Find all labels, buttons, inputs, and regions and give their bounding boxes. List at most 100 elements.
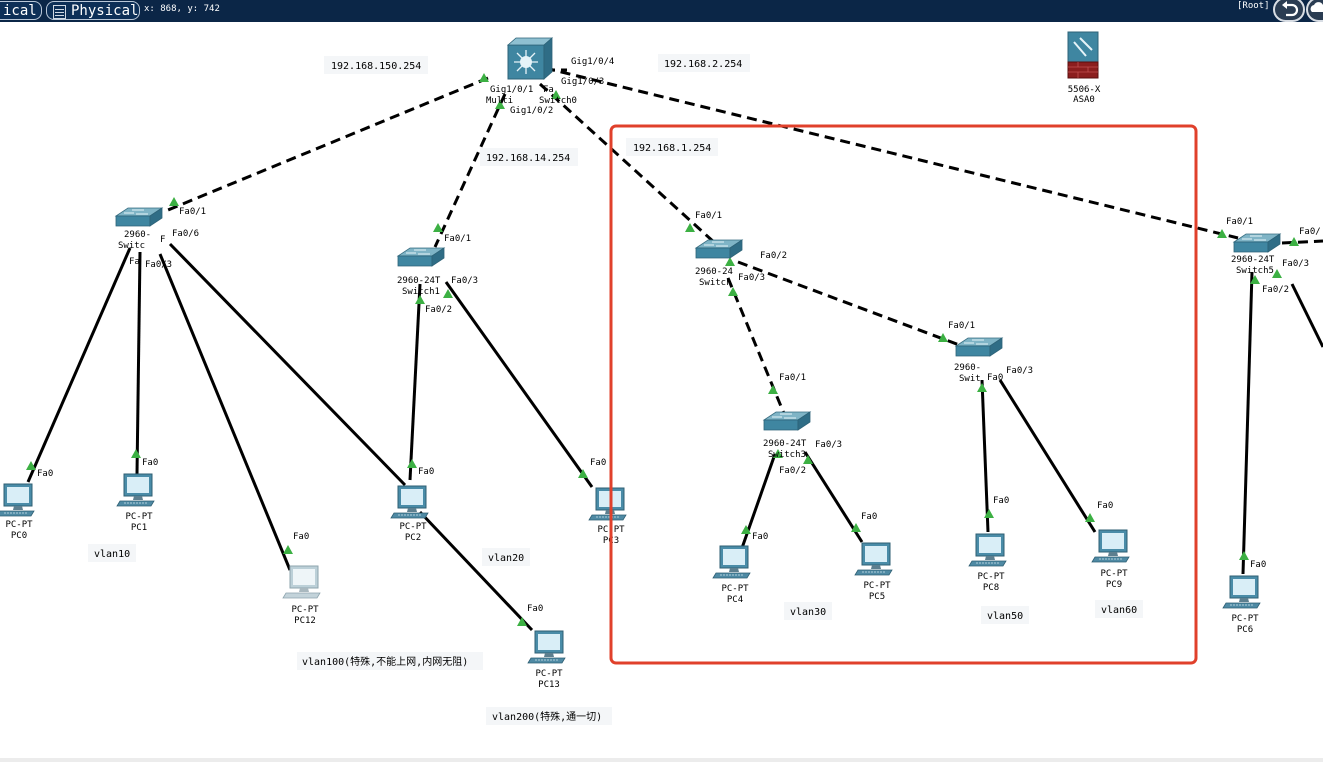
cable-sw4-pc8[interactable] (980, 379, 990, 533)
svg-text:192.168.14.254: 192.168.14.254 (486, 153, 570, 164)
note-vlan200[interactable]: vlan200(特殊,通一切) (486, 707, 612, 725)
pc-icon (854, 542, 893, 576)
switch-5[interactable]: 2960-24T Switch5 (1231, 233, 1281, 276)
note-192-168-150-254[interactable]: 192.168.150.254 (324, 56, 428, 74)
cable-sw0-pc0[interactable] (26, 247, 132, 483)
back-button[interactable] (1273, 0, 1305, 22)
note-vlan30[interactable]: vlan30 (784, 602, 832, 620)
switch-icon (115, 207, 163, 227)
root-cluster-label[interactable]: [Root] (1237, 1, 1270, 11)
svg-text:PC1: PC1 (131, 523, 147, 533)
switch-0[interactable]: 2960- Switc (115, 207, 163, 251)
cable-sw4-pc9[interactable] (998, 379, 1097, 533)
switch-icon (763, 411, 811, 431)
note-vlan10[interactable]: vlan10 (88, 544, 136, 562)
port-label: Fa0 (861, 512, 877, 522)
cable-sw1-pc2[interactable] (408, 283, 422, 481)
port-label: Fa0/3 (738, 273, 765, 283)
svg-text:192.168.2.254: 192.168.2.254 (664, 59, 742, 70)
port-label: Fa0/1 (779, 373, 806, 383)
multilayer-switch[interactable]: Multi Switch0 (486, 37, 577, 106)
cable-ms-sw0[interactable] (167, 76, 489, 212)
port-label: Gig1/0/2 (510, 106, 553, 116)
port-label: Fa (129, 257, 140, 267)
physical-view-tab[interactable]: Physical (46, 1, 140, 20)
port-label: Gig1/0/1 (490, 85, 533, 95)
note-vlan20[interactable]: vlan20 (482, 548, 530, 566)
cable-sw0-pc1[interactable] (135, 251, 142, 475)
port-label: Fa0/2 (779, 466, 806, 476)
cable-sw3-pc5[interactable] (803, 451, 864, 543)
cable-pc2-pc13[interactable] (418, 510, 534, 632)
logical-workspace-canvas[interactable]: 192.168.150.254 192.168.14.254 192.168.2… (0, 22, 1323, 758)
cable-sw5-pc6[interactable] (1241, 271, 1254, 575)
svg-text:5506-X: 5506-X (1068, 85, 1101, 95)
note-vlan60[interactable]: vlan60 (1095, 600, 1143, 618)
cable-sw1-pc3[interactable] (444, 281, 594, 488)
note-192-168-1-254[interactable]: 192.168.1.254 (626, 138, 718, 156)
port-label: Fa0/2 (760, 251, 787, 261)
svg-text:PC9: PC9 (1106, 580, 1122, 590)
cable-sw5-right[interactable] (1281, 239, 1323, 245)
cable-sw0-pc2[interactable] (168, 242, 407, 487)
note-192-168-2-254[interactable]: 192.168.2.254 (658, 54, 750, 72)
port-label: Fa0 (37, 469, 53, 479)
svg-text:Switch0: Switch0 (539, 96, 577, 106)
port-label: Fa0 (590, 458, 606, 468)
multilayer-switch-icon (506, 37, 554, 80)
cable-ms-sw5[interactable] (544, 66, 1239, 240)
svg-text:PC8: PC8 (983, 583, 999, 593)
forward-button[interactable] (1306, 0, 1323, 22)
cable-sw0-pc12[interactable] (158, 253, 292, 571)
cable-sw5-right-down[interactable] (1290, 283, 1323, 348)
port-label: Fa0 (142, 458, 158, 468)
svg-text:2960-: 2960- (954, 363, 981, 373)
port-label: Fa0/1 (948, 321, 975, 331)
pc-icon (1222, 575, 1261, 609)
note-vlan50[interactable]: vlan50 (981, 606, 1029, 624)
port-label: Fa0/3 (1282, 259, 1309, 269)
svg-text:2960-24: 2960-24 (695, 267, 733, 277)
logical-view-tab[interactable]: ical (0, 1, 42, 20)
port-label: Fa0 (293, 532, 309, 542)
port-label: Fa0/1 (179, 207, 206, 217)
svg-text:PC-PT: PC-PT (125, 512, 153, 522)
canvas-scrollbar-track[interactable] (0, 758, 1323, 762)
pc-icon (712, 545, 751, 579)
port-label: Fa0/3 (451, 276, 478, 286)
cable-ms-sw1[interactable] (433, 93, 507, 248)
physical-tab-label: Physical (71, 3, 139, 19)
svg-text:Switc: Switc (118, 241, 145, 251)
switch-icon (1233, 233, 1281, 253)
svg-text:vlan30: vlan30 (790, 607, 826, 618)
svg-text:PC-PT: PC-PT (977, 572, 1005, 582)
switch-icon (397, 247, 445, 267)
port-labels: Gig1/0/4 Gig1/0/3 Gig1/0/1 Fa Gig1/0/2 F… (37, 57, 1321, 614)
port-label: Fa0 (418, 467, 434, 477)
svg-text:Multi: Multi (486, 96, 513, 106)
cable-ms-sw2[interactable] (538, 82, 718, 246)
switch-2[interactable]: 2960-24 Switch (695, 239, 743, 288)
asa-firewall[interactable]: 5506-X ASA0 (1067, 31, 1101, 105)
cable-sw2-sw4[interactable] (737, 260, 963, 348)
note-192-168-14-254[interactable]: 192.168.14.254 (480, 148, 578, 166)
cable-sw2-sw3[interactable] (726, 277, 787, 417)
switch-1[interactable]: 2960-24T Switch1 (397, 247, 445, 297)
svg-text:PC6: PC6 (1237, 625, 1253, 635)
svg-text:2960-24T: 2960-24T (1231, 255, 1275, 265)
svg-text:vlan10: vlan10 (94, 549, 130, 560)
switch-3[interactable]: 2960-24T Switch3 (763, 411, 811, 460)
note-vlan100[interactable]: vlan100(特殊,不能上网,内网无阻) (297, 652, 483, 670)
switch-4[interactable]: 2960- Swit (954, 337, 1003, 384)
